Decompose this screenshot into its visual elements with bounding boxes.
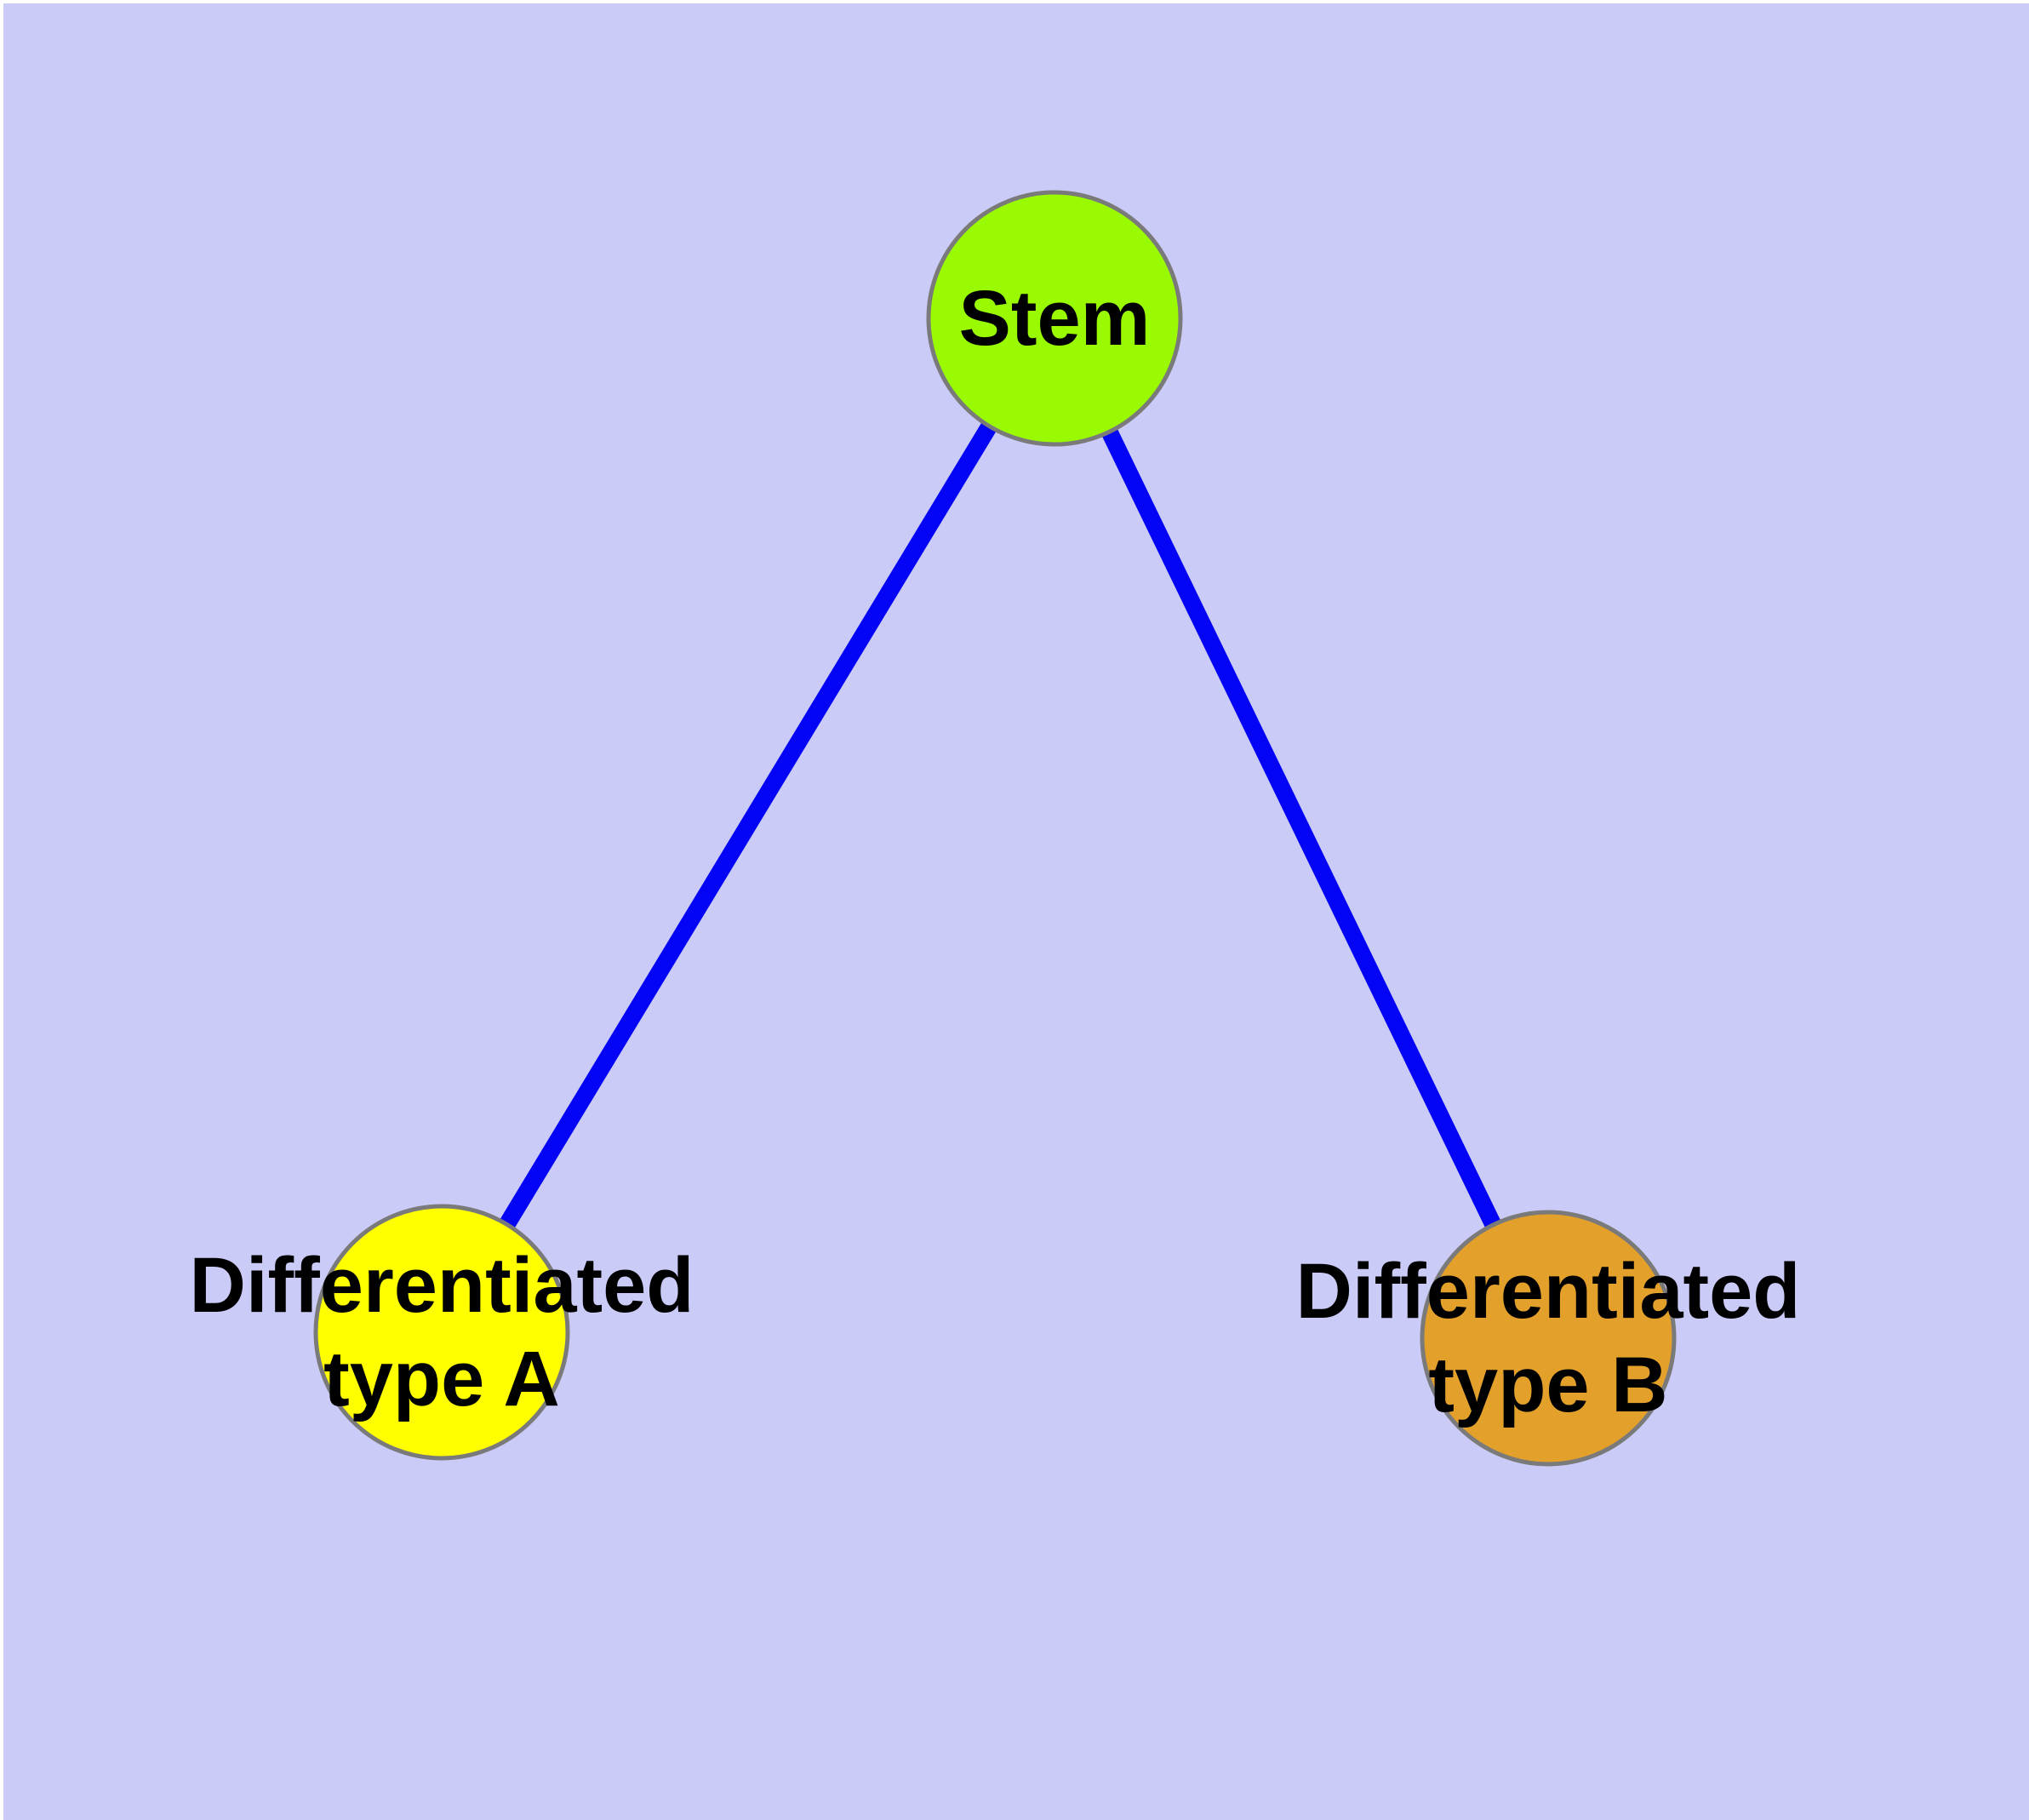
edge-stem-to-type-b (1046, 314, 1557, 1342)
node-type-a-circle (313, 1204, 570, 1461)
node-type-b-circle (1420, 1210, 1677, 1467)
node-stem-circle (926, 190, 1183, 447)
edge-stem-to-type-a (434, 313, 1062, 1337)
